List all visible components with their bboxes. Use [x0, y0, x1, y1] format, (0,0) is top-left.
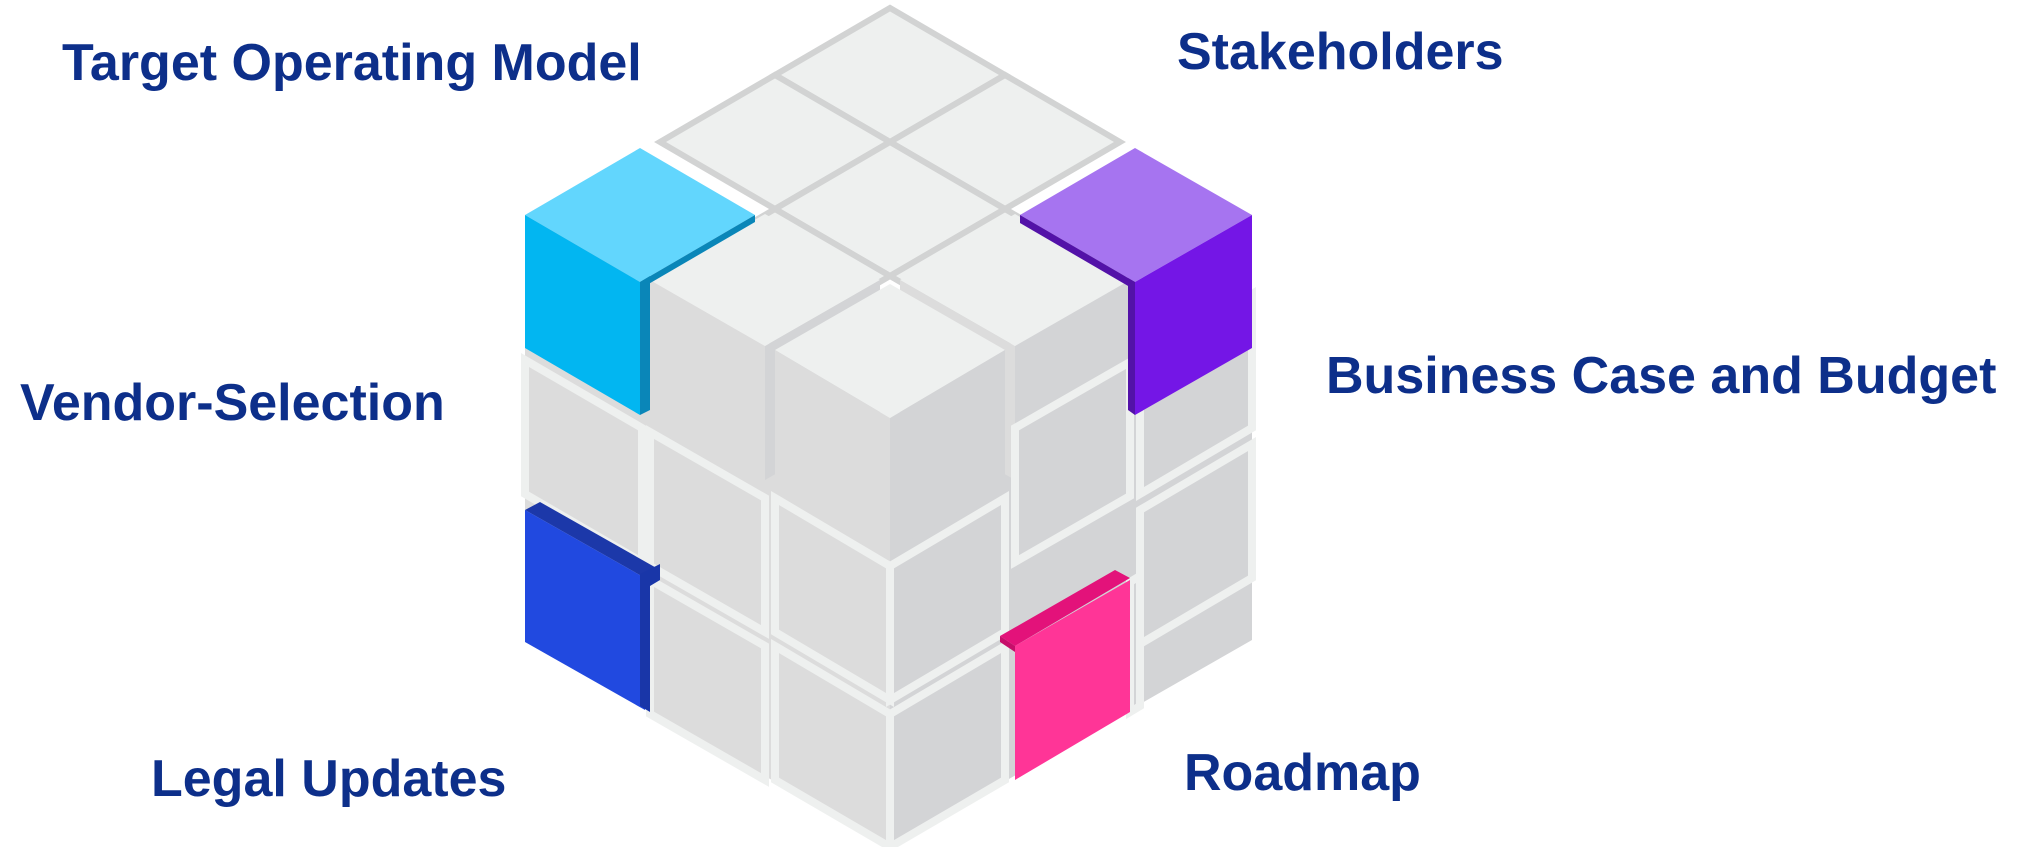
blue-cube	[525, 502, 660, 712]
right-cell	[1011, 355, 1134, 569]
label-stakeholders: Stakeholders	[1177, 23, 1504, 81]
right-cell	[886, 638, 1009, 847]
left-cell	[771, 638, 894, 847]
label-legal-updates: Legal Updates	[151, 750, 507, 808]
pink-cube	[1000, 570, 1130, 780]
left-cell	[646, 425, 769, 639]
label-roadmap: Roadmap	[1184, 744, 1421, 802]
right-face	[886, 287, 1256, 847]
label-business-case-and-budget: Business Case and Budget	[1326, 347, 1997, 405]
cyan-cube	[525, 148, 755, 415]
right-cell	[886, 490, 1009, 708]
left-face	[521, 353, 894, 847]
label-vendor-selection: Vendor-Selection	[20, 374, 445, 432]
grey-cube	[775, 284, 1005, 552]
right-cell	[1126, 568, 1144, 720]
purple-cube	[1020, 148, 1252, 415]
label-target-operating-model: Target Operating Model	[62, 34, 642, 92]
